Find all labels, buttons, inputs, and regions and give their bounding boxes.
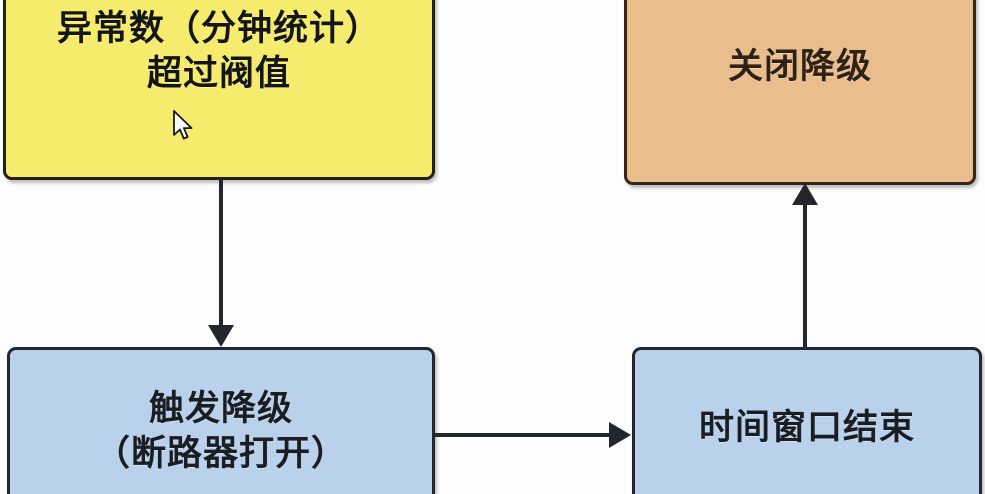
node-time-window-end[interactable]: 时间窗口结束 — [632, 347, 982, 494]
node-close-degradation[interactable]: 关闭降级 — [624, 0, 976, 185]
node-abnormal-count[interactable]: 异常数（分钟统计） 超过阀值 — [3, 0, 435, 180]
edge-trigger-to-window-arrowhead — [609, 422, 631, 448]
edge-window-to-close-line — [803, 198, 807, 347]
node-trigger-degradation[interactable]: 触发降级 （断路器打开） — [7, 347, 435, 494]
edge-abnormal-to-trigger-line — [219, 178, 223, 329]
edge-abnormal-to-trigger-arrowhead — [208, 325, 234, 347]
edge-window-to-close-arrowhead — [792, 183, 818, 205]
edge-trigger-to-window-line — [434, 433, 614, 437]
